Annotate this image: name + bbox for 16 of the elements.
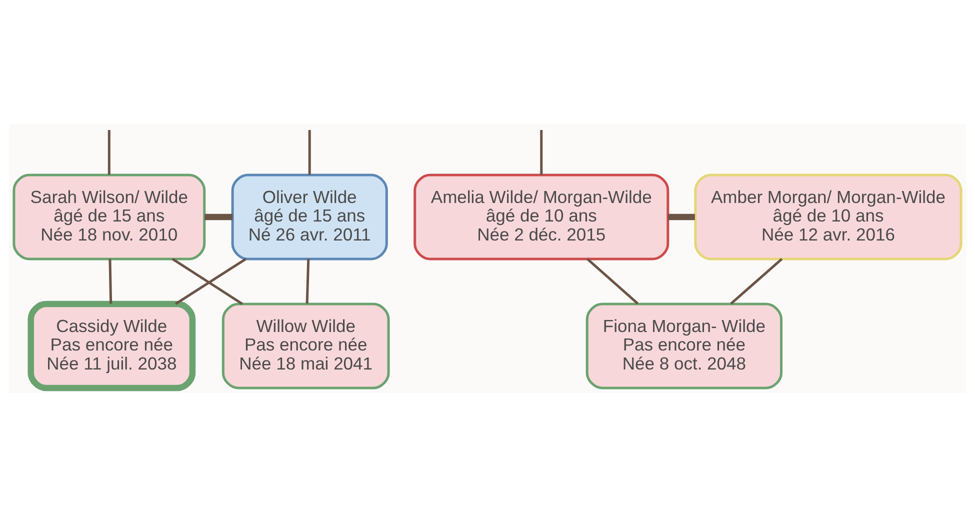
node-box: Cassidy Wilde Pas encore née Née 11 juil. 2038 [28, 300, 196, 392]
connector [108, 130, 110, 175]
connector [586, 258, 639, 305]
connector [540, 130, 543, 175]
node-box: Fiona Morgan- Wilde Pas encore née Née 8 oct. 2048 [586, 302, 783, 390]
node-box: Willow Wilde Pas encore née Née 18 mai 2041 [222, 302, 390, 390]
connector [108, 258, 112, 304]
node-box: Sarah Wilson/ Wilde âgé de 15 ans Née 18 nov. 2010 [12, 174, 206, 260]
connector [204, 214, 233, 220]
node-box: Oliver Wilde âgé de 15 ans Né 26 avr. 2011 [231, 174, 388, 260]
node-box: Amelia Wilde/ Morgan-Wilde âgé de 10 ans Née 2 déc. 2015 [414, 174, 670, 260]
connector [730, 258, 783, 305]
connector [306, 258, 310, 304]
node-box: Amber Morgan/ Morgan-Wilde âgé de 10 ans Née 12 avr. 2016 [694, 174, 962, 260]
connector [668, 214, 695, 220]
connector [308, 130, 311, 175]
